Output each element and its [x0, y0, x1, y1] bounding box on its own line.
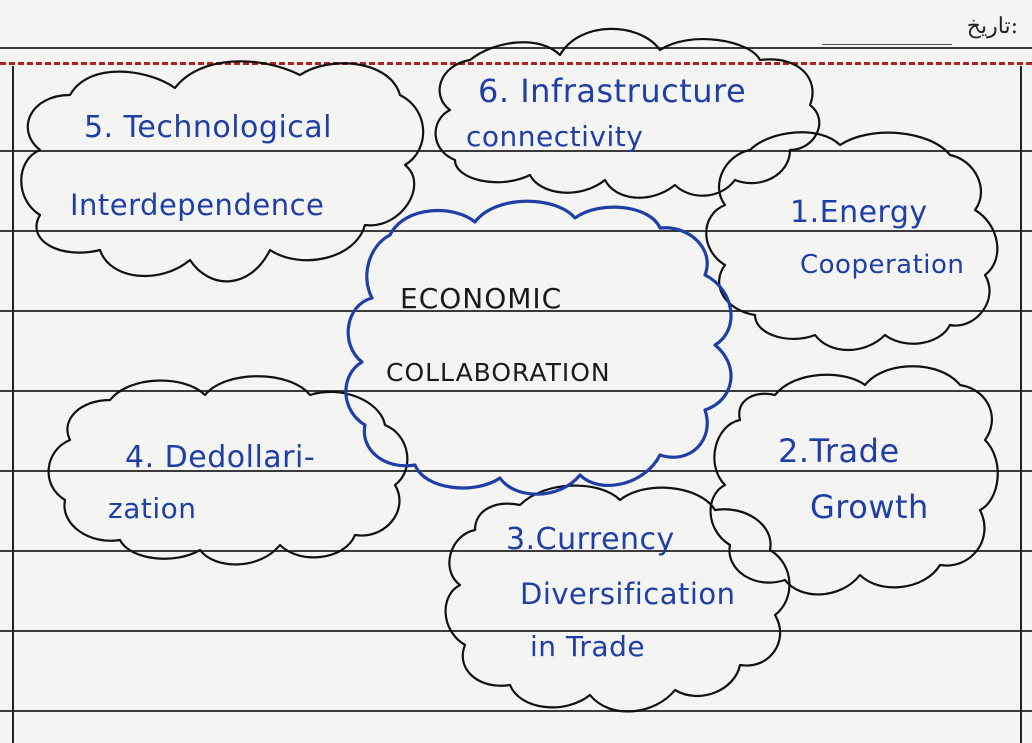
center-title-line2: COLLABORATION — [386, 358, 611, 387]
node-currency-line3: in Trade — [530, 630, 646, 663]
node-infrastructure-line2: connectivity — [466, 120, 644, 153]
cloud-trade — [709, 365, 999, 596]
header-dashed-line — [0, 62, 1032, 65]
date-label: تاریخ: — [966, 14, 1018, 39]
right-margin-line — [1020, 66, 1022, 743]
node-trade-line2: Growth — [810, 488, 929, 526]
node-currency-line2: Diversification — [520, 577, 736, 611]
node-infrastructure-line1: 6. Infrastructure — [478, 72, 747, 110]
cloud-technological — [20, 60, 425, 283]
node-energy-line2: Cooperation — [800, 250, 965, 280]
cloud-currency — [444, 484, 791, 713]
node-currency-line1: 3.Currency — [506, 522, 675, 557]
node-technological-line2: Interdependence — [70, 188, 325, 222]
node-dedollarization-line1: 4. Dedollari- — [125, 440, 316, 475]
node-trade-line1: 2.Trade — [778, 432, 900, 470]
left-margin-line — [12, 66, 14, 743]
date-field: تاریخ: — [798, 14, 1018, 46]
node-technological-line1: 5. Technological — [84, 110, 332, 145]
cloud-dedollarization — [47, 375, 409, 566]
date-underline — [822, 44, 952, 45]
node-dedollarization-line2: zation — [108, 492, 197, 525]
cloud-energy — [705, 131, 999, 352]
cloud-center — [344, 199, 733, 496]
center-title-line1: ECONOMIC — [400, 282, 563, 315]
cloud-infrastructure — [434, 27, 821, 199]
node-energy-line1: 1.Energy — [790, 195, 928, 230]
